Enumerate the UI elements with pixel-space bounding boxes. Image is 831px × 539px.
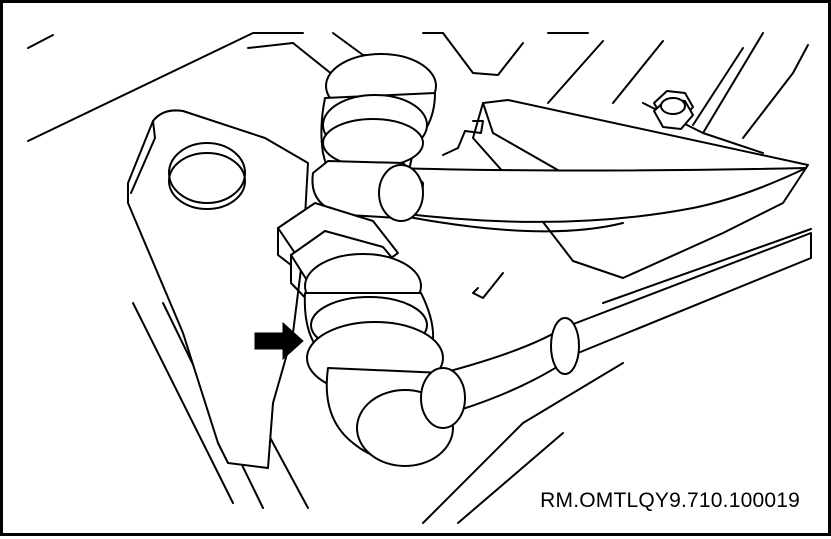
- upper-elbow-fitting: [311, 53, 437, 222]
- technical-illustration: [27, 32, 812, 524]
- mounting-bracket: [127, 109, 309, 469]
- upper-hose: [392, 167, 807, 233]
- callout-arrow: [254, 321, 304, 361]
- figure-reference-code: RM.OMTLQY9.710.100019: [538, 489, 802, 513]
- bolt-head: [653, 90, 694, 130]
- lower-hose: [422, 232, 812, 419]
- lower-elbow-fitting: [303, 253, 466, 467]
